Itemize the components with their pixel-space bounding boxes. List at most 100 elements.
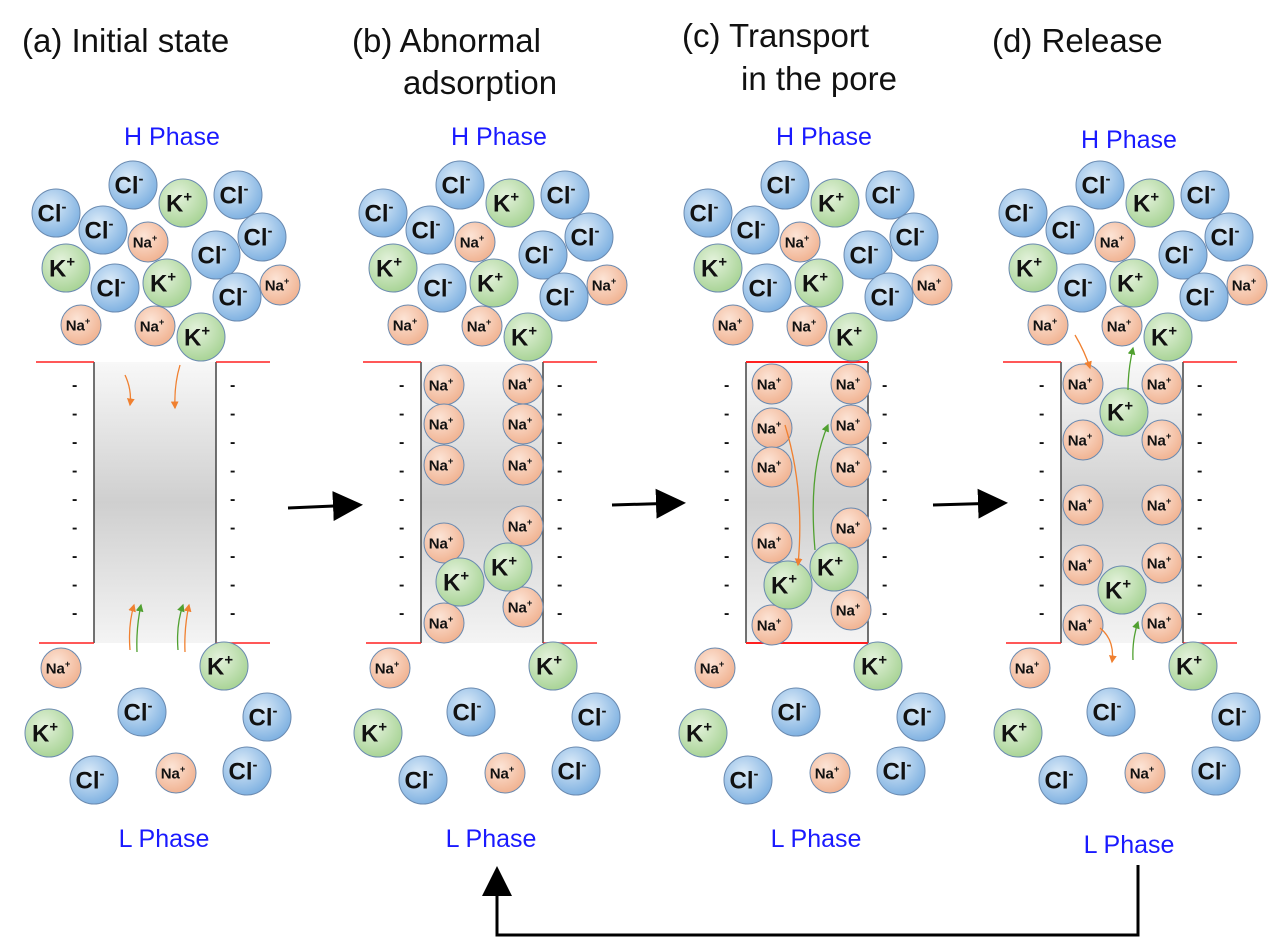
wall-charge: - bbox=[882, 605, 887, 622]
ion-circle bbox=[828, 312, 878, 362]
ion-circle bbox=[435, 557, 485, 607]
k-ion: K+ bbox=[176, 312, 226, 362]
ion-charge: + bbox=[66, 255, 75, 271]
ion-circle bbox=[1141, 602, 1183, 644]
na-ion: Na+ bbox=[1062, 419, 1104, 461]
wall-charge: - bbox=[724, 548, 729, 565]
na-ion: Na+ bbox=[779, 221, 821, 263]
ion-circle bbox=[539, 272, 589, 322]
wall-charge: - bbox=[399, 377, 404, 394]
cl-ion: Cl- bbox=[237, 212, 287, 262]
ion-charge: - bbox=[1211, 182, 1216, 198]
ion-label: Na+ bbox=[46, 659, 71, 677]
ion-circle bbox=[176, 312, 226, 362]
ion-charge: + bbox=[776, 419, 782, 429]
ion-label: Na+ bbox=[1068, 496, 1093, 514]
cl-ion: Cl- bbox=[1179, 272, 1229, 322]
cl-ion: Cl- bbox=[564, 212, 614, 262]
ion-charge: - bbox=[244, 182, 249, 198]
na-ion: Na+ bbox=[830, 404, 872, 446]
na-ion: Na+ bbox=[502, 586, 544, 628]
ion-charge: + bbox=[378, 720, 387, 736]
ion-circle bbox=[142, 258, 192, 308]
k-flux-arrow bbox=[1127, 346, 1136, 391]
ion-charge: + bbox=[1033, 255, 1042, 271]
ion-charge: + bbox=[508, 554, 517, 570]
ion-charge: + bbox=[853, 324, 862, 340]
cl-ion: Cl- bbox=[730, 205, 780, 255]
ion-charge: - bbox=[429, 767, 434, 783]
cl-ion: Cl- bbox=[242, 692, 292, 742]
ion-charge: - bbox=[477, 699, 482, 715]
wall-charge: - bbox=[882, 377, 887, 394]
ion-circle bbox=[1009, 647, 1051, 689]
k-ion: K+ bbox=[1143, 312, 1193, 362]
ion-label: Na+ bbox=[429, 614, 454, 632]
ion-label: Na+ bbox=[757, 616, 782, 634]
na-ion: Na+ bbox=[134, 305, 176, 347]
ion-charge: + bbox=[819, 270, 828, 286]
ion-charge: + bbox=[1122, 577, 1131, 593]
ion-label: Na+ bbox=[1232, 276, 1257, 294]
na-ion: Na+ bbox=[1062, 363, 1104, 405]
ion-circle bbox=[41, 243, 91, 293]
ion-circle bbox=[1109, 258, 1159, 308]
ion-circle bbox=[1027, 304, 1069, 346]
cl-ion: Cl- bbox=[843, 230, 893, 280]
ion-label: Na+ bbox=[1068, 616, 1093, 634]
na-ion: Na+ bbox=[423, 602, 465, 644]
panel-title: (c) Transport bbox=[682, 17, 869, 54]
ion-label: Na+ bbox=[508, 375, 533, 393]
ion-charge: + bbox=[1119, 233, 1125, 243]
ion-circle bbox=[155, 752, 197, 794]
ion-charge: - bbox=[1029, 200, 1034, 216]
na-ion: Na+ bbox=[423, 403, 465, 445]
ion-charge: - bbox=[761, 217, 766, 233]
wall-charge: - bbox=[230, 491, 235, 508]
ion-label: Na+ bbox=[1147, 431, 1172, 449]
ion-charge: + bbox=[1193, 653, 1202, 669]
cl-ion: Cl- bbox=[213, 170, 263, 220]
ion-charge: + bbox=[553, 653, 562, 669]
k-ion: K+ bbox=[199, 641, 249, 691]
na-ion: Na+ bbox=[751, 407, 793, 449]
cl-ion: Cl- bbox=[518, 230, 568, 280]
ion-label: Cl- bbox=[1082, 172, 1111, 200]
ion-circle bbox=[454, 221, 496, 263]
ion-charge: + bbox=[855, 416, 861, 426]
ion-charge: - bbox=[549, 242, 554, 258]
cl-ion: Cl- bbox=[1086, 687, 1136, 737]
ion-charge: + bbox=[811, 317, 817, 327]
ion-charge: - bbox=[448, 275, 453, 291]
na-ion: Na+ bbox=[1062, 544, 1104, 586]
na-flux-arrow bbox=[1074, 334, 1092, 370]
wall-charge: - bbox=[72, 520, 77, 537]
pore-channel bbox=[94, 362, 216, 643]
panel-title: adsorption bbox=[403, 64, 557, 101]
ion-charge: - bbox=[570, 284, 575, 300]
ion-circle bbox=[730, 205, 780, 255]
panel-title: in the pore bbox=[741, 60, 897, 97]
wall-charge: - bbox=[557, 491, 562, 508]
cl-ion: Cl- bbox=[117, 687, 167, 737]
k-ion: K+ bbox=[142, 258, 192, 308]
ion-circle bbox=[540, 170, 590, 220]
ion-charge: + bbox=[412, 316, 418, 326]
na-ion: Na+ bbox=[60, 304, 102, 346]
ion-circle bbox=[864, 272, 914, 322]
ion-charge: + bbox=[936, 276, 942, 286]
na-ion: Na+ bbox=[751, 446, 793, 488]
ion-circle bbox=[502, 586, 544, 628]
ion-charge: + bbox=[527, 517, 533, 527]
ion-circle bbox=[830, 404, 872, 446]
ion-label: Na+ bbox=[836, 458, 861, 476]
na-ion: Na+ bbox=[694, 647, 736, 689]
ion-circle bbox=[809, 752, 851, 794]
k-flux-arrow bbox=[176, 603, 185, 651]
cl-ion: Cl- bbox=[358, 188, 408, 238]
wall-charge: - bbox=[1197, 520, 1202, 537]
ion-charge: + bbox=[855, 601, 861, 611]
ion-charge: + bbox=[494, 270, 503, 286]
wall-charge: - bbox=[724, 377, 729, 394]
ion-circle bbox=[1168, 641, 1218, 691]
